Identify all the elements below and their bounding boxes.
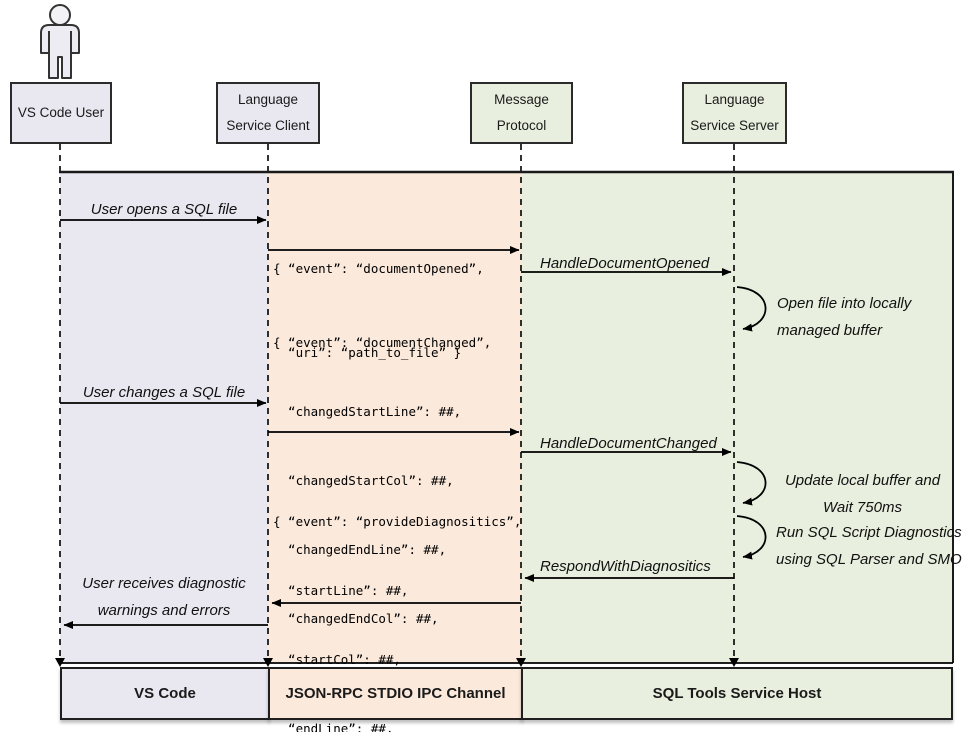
label-user-receives-diagnostics: User receives diagnostic warnings and er… (60, 570, 268, 624)
participant-label-line2: Service Server (690, 118, 779, 133)
label-respond-with-diagnostics: RespondWithDiagnositics (540, 558, 711, 575)
note-line2: managed buffer (777, 322, 883, 339)
label-line2: warnings and errors (97, 602, 231, 619)
note-line1: Update local buffer and (784, 472, 941, 489)
payload-provide-diagnostics: { “event”: “provideDiagnositics”, “start… (273, 464, 521, 732)
lane-box-vscode: VS Code (60, 667, 270, 720)
participant-label-line2: Service Client (226, 118, 310, 133)
participant-label-line1: Language (704, 92, 765, 107)
label-user-changes-sql-file: User changes a SQL file (82, 384, 246, 401)
lane-box-json-rpc-stdio-ipc-channel: JSON-RPC STDIO IPC Channel (268, 667, 523, 720)
payload-line: { “event”: “provideDiagnositics”, (273, 514, 522, 529)
payload-line: { “event”: “documentChanged”, (273, 335, 492, 350)
note-open-file-buffer: Open file into locally managed buffer (777, 290, 911, 344)
label-line1: User receives diagnostic (82, 575, 246, 592)
note-run-diagnostics: Run SQL Script Diagnostics using SQL Par… (776, 519, 962, 573)
participant-label-line1: Message (494, 92, 549, 107)
payload-document-changed: { “event”: “documentChanged”, “changedSt… (273, 285, 514, 732)
note-line1: Run SQL Script Diagnostics (776, 524, 962, 541)
lane-background-ipc-channel (268, 173, 521, 663)
note-line2: Wait 750ms (823, 499, 902, 516)
lane-label: SQL Tools Service Host (652, 685, 822, 702)
payload-line: “startCol”: ##, (273, 652, 401, 667)
label-user-opens-sql-file: User opens a SQL file (90, 201, 238, 218)
participant-box-language-service-server: Language Service Server (682, 82, 787, 144)
participant-box-message-protocol: Message Protocol (470, 82, 573, 144)
payload-line: “changedStartLine”: ##, (273, 404, 462, 419)
payload-line: “changedEndLine”: ##, (273, 542, 447, 557)
payload-line: { “event”: “documentOpened”, (273, 261, 484, 276)
participant-label-line1: Language (237, 92, 299, 107)
note-line2: using SQL Parser and SMO (776, 551, 962, 568)
payload-line: “changedEndCol”: ##, (273, 611, 439, 626)
lane-label: JSON-RPC STDIO IPC Channel (285, 685, 506, 702)
user-actor-icon (40, 4, 80, 79)
lane-background-service-host (521, 173, 953, 663)
lane-label: VS Code (134, 685, 196, 702)
participant-box-language-service-client: Language Service Client (216, 82, 320, 144)
payload-document-opened: { “event”: “documentOpened”, “uri”: “pat… (273, 199, 484, 423)
label-handle-document-opened: HandleDocumentOpened (540, 255, 710, 272)
payload-line: “endLine”: ##, (273, 721, 394, 732)
note-update-buffer-wait: Update local buffer and Wait 750ms (770, 467, 955, 521)
payload-line: “uri”: “path_to_file” } (273, 345, 462, 360)
participant-box-vscode-user: VS Code User (10, 82, 112, 144)
participant-label-line2: Protocol (496, 118, 547, 133)
payload-line: “changedStartCol”: ##, (273, 473, 454, 488)
note-line1: Open file into locally (777, 295, 912, 312)
participant-label: VS Code User (17, 105, 105, 120)
payload-line: “startLine”: ##, (273, 583, 409, 598)
label-handle-document-changed: HandleDocumentChanged (540, 435, 717, 452)
lane-background-vscode (60, 173, 268, 663)
lane-box-sql-tools-service-host: SQL Tools Service Host (521, 667, 953, 720)
